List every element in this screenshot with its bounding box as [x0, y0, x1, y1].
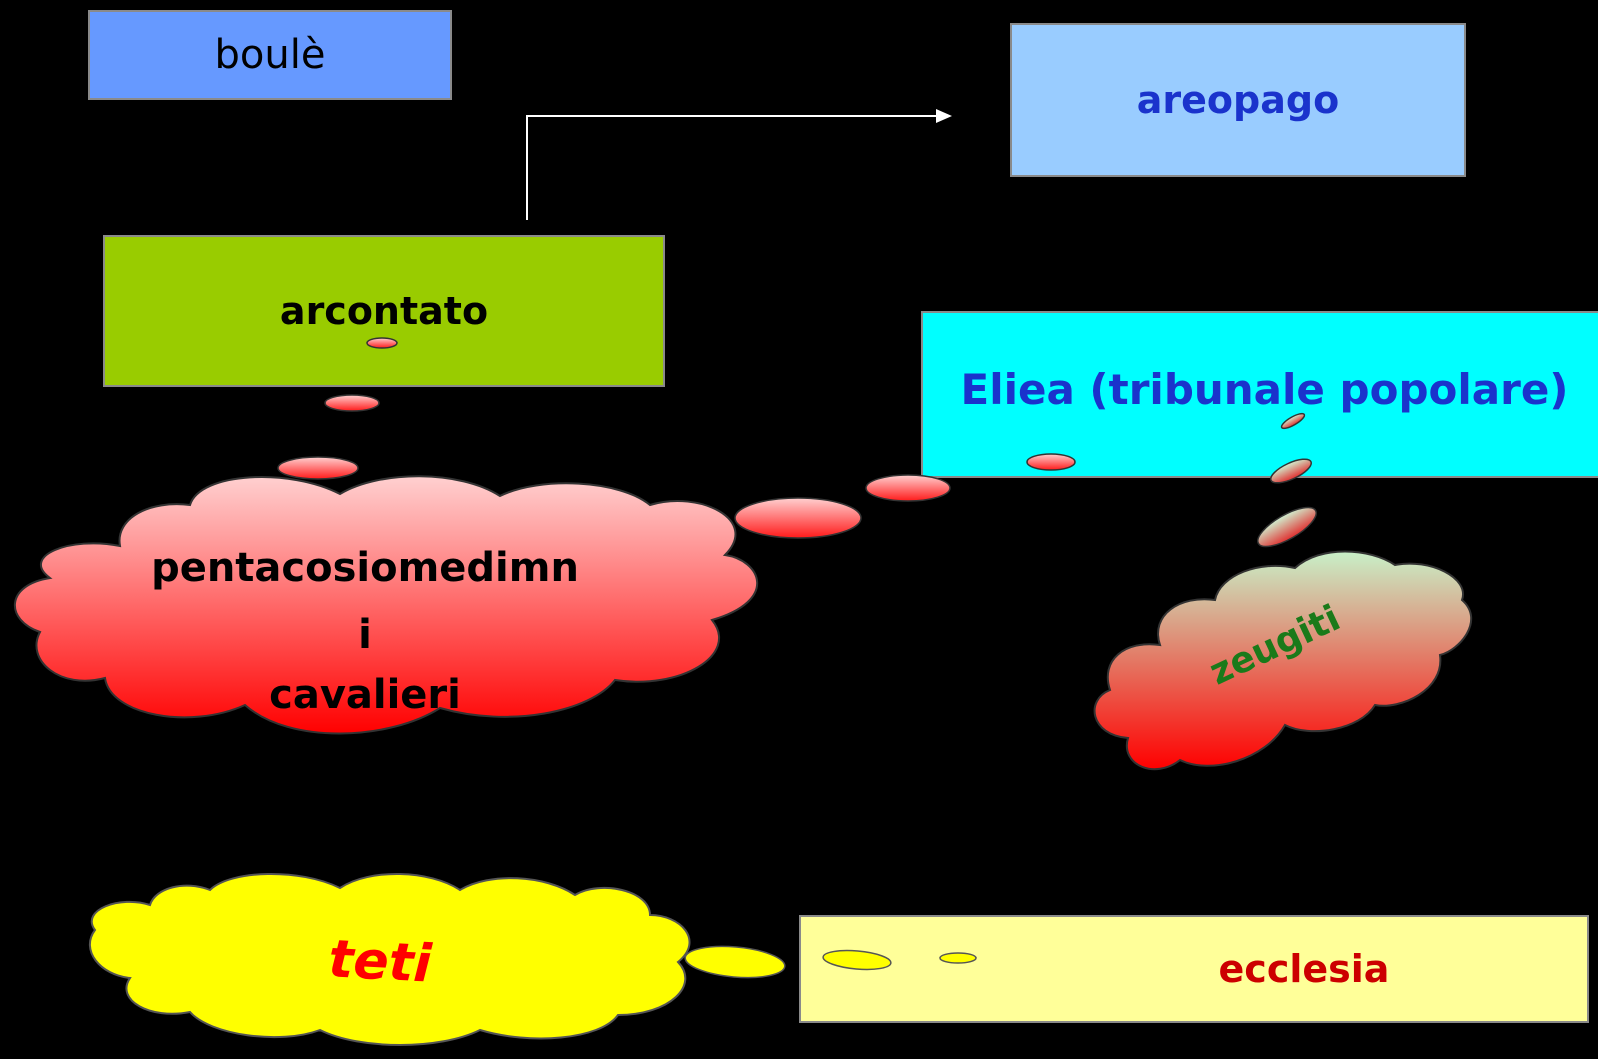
thought-bubbles-yellow [684, 943, 976, 982]
pentacosiomedimni-line1: pentacosiomedimn [135, 545, 595, 591]
pentacosiomedimni-line2: i [135, 612, 595, 658]
thought-bubbles-zeugiti [1252, 411, 1321, 554]
teti-label: teti [299, 928, 462, 996]
connector-arrow [527, 109, 952, 220]
cavalieri-label: cavalieri [135, 672, 595, 718]
